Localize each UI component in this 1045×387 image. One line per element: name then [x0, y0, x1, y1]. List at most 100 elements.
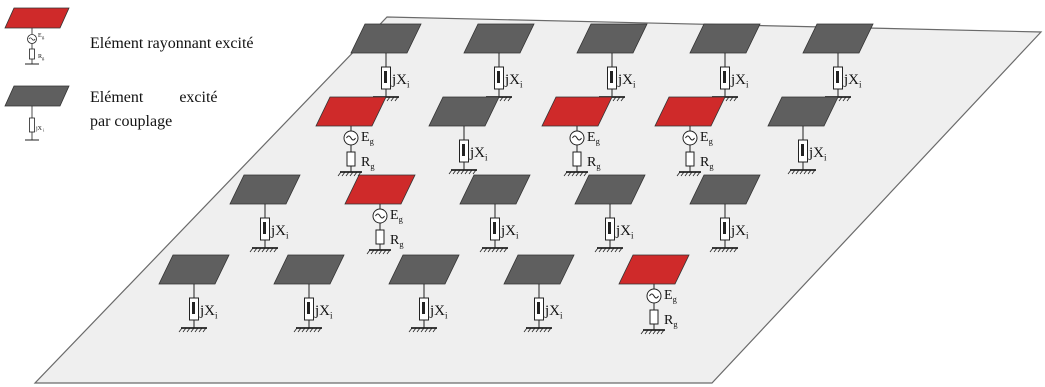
ground-hatch — [648, 329, 653, 335]
ground-hatch — [412, 327, 417, 333]
ground-hatch — [353, 171, 358, 177]
ground-hatch — [349, 171, 354, 177]
reactance-label: jXi — [270, 223, 289, 240]
ground-hatch — [456, 169, 461, 175]
ground-hatch — [182, 327, 187, 333]
ground-hatch — [846, 96, 851, 102]
excited-patch — [654, 96, 726, 127]
ground-hatch — [366, 249, 371, 255]
reactance-label: jXi — [314, 303, 333, 320]
reactance-core — [608, 222, 611, 234]
ground-hatch — [709, 247, 714, 253]
source-wave — [572, 135, 582, 141]
ground-hatch — [523, 327, 528, 333]
reactance-core — [801, 144, 804, 156]
array-element-r2c2: jXi — [428, 96, 500, 175]
array-element-r1c5: jXi — [802, 23, 874, 102]
legend-coupled-label-1: Elément excité — [90, 89, 218, 106]
ground-hatch — [547, 327, 552, 333]
ground-hatch — [186, 327, 191, 333]
legend-excited-patch — [4, 7, 70, 29]
array-element-r3c3: jXi — [459, 174, 531, 253]
ground-hatch — [717, 247, 722, 253]
ground-hatch — [539, 327, 544, 333]
legend-coupled-label-2: par couplage — [90, 113, 172, 130]
legend-excited-label: Elément rayonnant excité — [90, 35, 253, 52]
ground-hatch — [382, 249, 387, 255]
legend-coupled-patch — [4, 85, 70, 107]
ground-hatch — [265, 247, 270, 253]
ground-hatch — [729, 96, 734, 102]
ground-hatch — [799, 169, 804, 175]
reactance-core — [836, 71, 839, 83]
ground-hatch — [676, 171, 681, 177]
ground-hatch — [190, 327, 195, 333]
array-element-r4c4: jXi — [503, 254, 575, 333]
ground-hatch — [594, 247, 599, 253]
ground-hatch — [652, 329, 657, 335]
array-element-r4c3: jXi — [388, 254, 460, 333]
coupled-patch — [576, 23, 648, 54]
array-element-r4c1: jXi — [158, 254, 230, 333]
ground-hatch — [842, 96, 847, 102]
source-wave — [685, 135, 695, 141]
reactance-label: jXi — [544, 303, 563, 320]
ground-hatch — [543, 327, 548, 333]
ground-hatch — [460, 169, 465, 175]
ground-hatch — [787, 169, 792, 175]
reactance-label: jXi — [617, 72, 636, 89]
ground-hatch — [370, 249, 375, 255]
reactance-core — [384, 71, 387, 83]
reactance-label: jXi — [504, 72, 523, 89]
reactance-label: jXi — [391, 72, 410, 89]
ground-hatch — [394, 96, 399, 102]
reactance-core — [723, 222, 726, 234]
ground-hatch — [386, 249, 391, 255]
ground-hatch — [696, 171, 701, 177]
source-wave — [649, 293, 659, 299]
ground-hatch — [684, 171, 689, 177]
reactance-core — [610, 71, 613, 83]
ground-hatch — [293, 327, 298, 333]
ground-hatch — [374, 249, 379, 255]
legend-resistor-icon — [29, 48, 35, 60]
ground-hatch — [725, 96, 730, 102]
ground-hatch — [273, 247, 278, 253]
excited-patch — [541, 96, 613, 127]
ground-hatch — [535, 327, 540, 333]
legend: E g R g Elément rayonnant excité jX i El… — [4, 7, 253, 141]
reactance-core — [537, 302, 540, 314]
ground-hatch — [527, 327, 532, 333]
ground-hatch — [257, 247, 262, 253]
ground-hatch — [261, 247, 266, 253]
ground-hatch — [803, 169, 808, 175]
ground-hatch — [297, 327, 302, 333]
ground-hatch — [721, 247, 726, 253]
coupled-patch — [273, 254, 345, 285]
reactance-core — [497, 71, 500, 83]
source-wave — [375, 213, 385, 219]
reactance-core — [723, 71, 726, 83]
reactance-core — [462, 144, 465, 156]
reactance-core — [192, 302, 195, 314]
coupled-patch — [767, 96, 839, 127]
legend-excited-symbol: E g R g — [4, 7, 70, 65]
reactance-core — [263, 222, 266, 234]
ground-hatch — [202, 327, 207, 333]
ground-hatch — [602, 247, 607, 253]
ground-hatch — [487, 247, 492, 253]
legend-reactance-icon — [29, 117, 35, 133]
ground-hatch — [309, 327, 314, 333]
array-element-r1c3: jXi — [576, 23, 648, 102]
ground-hatch — [416, 327, 421, 333]
legend-coupled-symbol: jX i — [4, 85, 70, 141]
ground-hatch — [428, 327, 433, 333]
coupled-patch — [503, 254, 575, 285]
ground-hatch — [725, 247, 730, 253]
ground-hatch — [583, 171, 588, 177]
ground-hatch — [563, 171, 568, 177]
ground-hatch — [408, 327, 413, 333]
ground-hatch — [640, 329, 645, 335]
reactance-label: jXi — [730, 223, 749, 240]
